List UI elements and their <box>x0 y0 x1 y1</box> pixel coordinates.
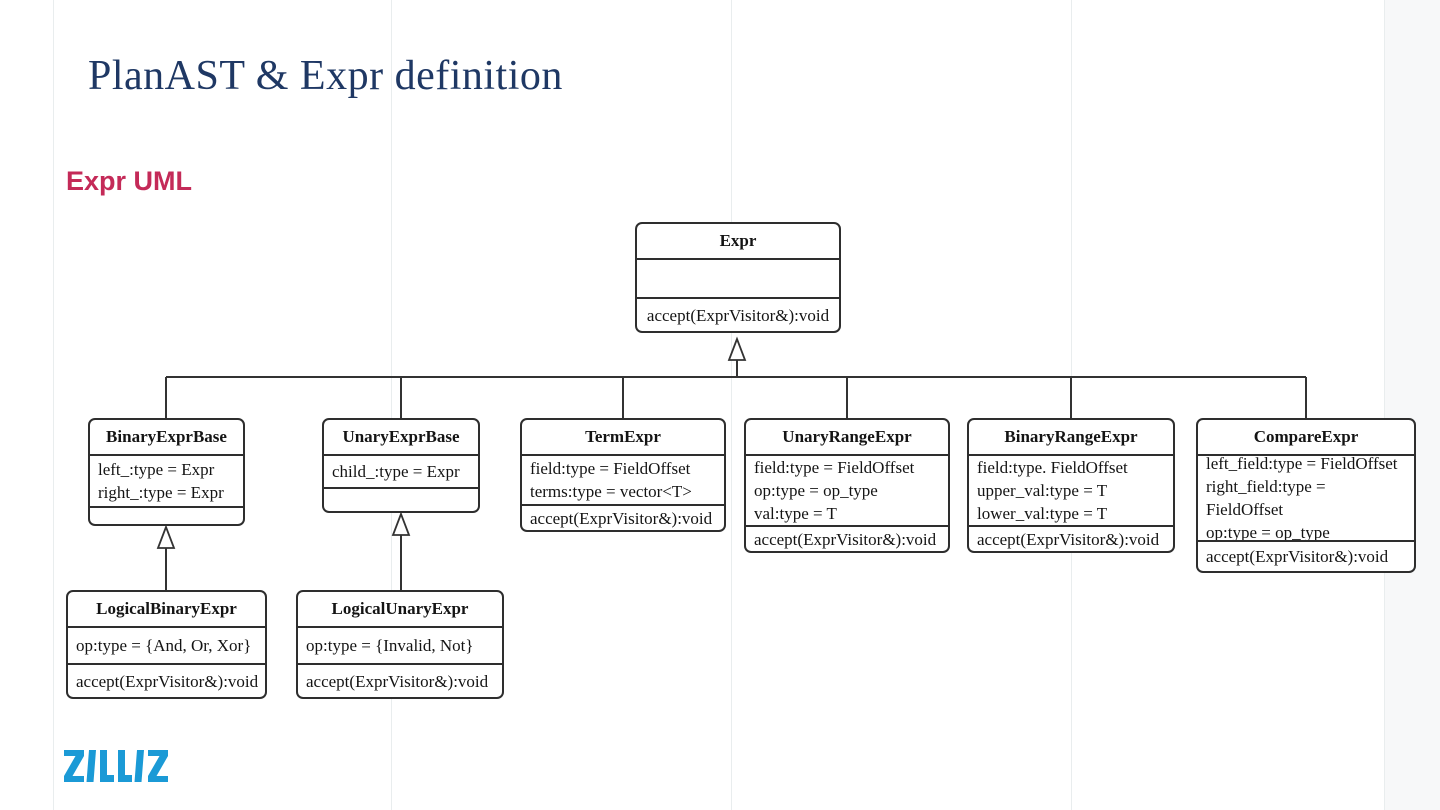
column-guide <box>391 0 392 810</box>
uml-class-unaryexprbase: UnaryExprBase child_:type = Expr <box>322 418 480 513</box>
class-name: TermExpr <box>522 420 724 456</box>
attribute-line: field:type = FieldOffset <box>754 458 915 477</box>
class-methods <box>90 508 243 524</box>
method-line: accept(ExprVisitor&):void <box>754 529 937 549</box>
class-name: BinaryExprBase <box>90 420 243 456</box>
class-name: LogicalBinaryExpr <box>68 592 265 628</box>
class-name: CompareExpr <box>1198 420 1414 456</box>
inheritance-arrow-unaryexprbase <box>391 511 411 536</box>
uml-class-termexpr: TermExpr field:type = FieldOffset terms:… <box>520 418 726 532</box>
attribute-line: op:type = {And, Or, Xor} <box>76 636 252 655</box>
class-name: Expr <box>637 224 839 260</box>
column-guide <box>53 0 54 810</box>
uml-class-compareexpr: CompareExpr left_field:type = FieldOffse… <box>1196 418 1416 573</box>
class-attributes <box>637 260 839 299</box>
uml-class-logicalbinaryexpr: LogicalBinaryExpr op:type = {And, Or, Xo… <box>66 590 267 699</box>
uml-class-unaryrangeexpr: UnaryRangeExpr field:type = FieldOffset … <box>744 418 950 553</box>
column-guide <box>1071 0 1072 810</box>
class-attributes: field:type = FieldOffset op:type = op_ty… <box>746 456 948 527</box>
attribute-line: right_field:type = FieldOffset <box>1206 477 1326 519</box>
attribute-line: op:type = {Invalid, Not} <box>306 636 474 655</box>
class-methods: accept(ExprVisitor&):void <box>298 665 502 697</box>
attribute-line: field:type = FieldOffset <box>530 459 691 478</box>
uml-class-binaryrangeexpr: BinaryRangeExpr field:type. FieldOffset … <box>967 418 1175 553</box>
class-methods: accept(ExprVisitor&):void <box>746 527 948 551</box>
method-line: accept(ExprVisitor&):void <box>76 671 259 691</box>
class-attributes: op:type = {And, Or, Xor} <box>68 628 265 665</box>
method-line: accept(ExprVisitor&):void <box>1206 547 1389 566</box>
class-name: BinaryRangeExpr <box>969 420 1173 456</box>
page-title: PlanAST & Expr definition <box>88 53 563 99</box>
zilliz-logo-icon <box>64 750 168 782</box>
class-methods: accept(ExprVisitor&):void <box>1198 542 1414 571</box>
attribute-line: op:type = op_type <box>754 481 878 500</box>
attribute-line: field:type. FieldOffset <box>977 458 1128 477</box>
zilliz-logo <box>57 750 175 787</box>
inheritance-arrow-binaryexprbase <box>156 524 176 549</box>
attribute-line: upper_val:type = T <box>977 481 1108 500</box>
class-attributes: field:type. FieldOffset upper_val:type =… <box>969 456 1173 527</box>
attribute-line: lower_val:type = T <box>977 504 1108 523</box>
uml-class-binaryexprbase: BinaryExprBase left_:type = Expr right_:… <box>88 418 245 526</box>
class-attributes: op:type = {Invalid, Not} <box>298 628 502 665</box>
class-methods: accept(ExprVisitor&):void <box>969 527 1173 551</box>
column-guide <box>731 0 732 810</box>
method-line: accept(ExprVisitor&):void <box>646 305 830 325</box>
method-line: accept(ExprVisitor&):void <box>306 671 489 691</box>
attribute-line: op:type = op_type <box>1206 523 1330 542</box>
class-attributes: child_:type = Expr <box>324 456 478 489</box>
section-subtitle: Expr UML <box>66 166 193 196</box>
attribute-line: left_:type = Expr <box>98 460 215 479</box>
attribute-line: right_:type = Expr <box>98 483 224 502</box>
class-attributes: left_field:type = FieldOffset right_fiel… <box>1198 456 1414 542</box>
class-methods: accept(ExprVisitor&):void <box>522 506 724 530</box>
uml-class-expr: Expr accept(ExprVisitor&):void <box>635 222 841 333</box>
uml-class-logicalunaryexpr: LogicalUnaryExpr op:type = {Invalid, Not… <box>296 590 504 699</box>
attribute-line: child_:type = Expr <box>332 462 460 481</box>
method-line: accept(ExprVisitor&):void <box>530 508 713 528</box>
attribute-line: val:type = T <box>754 504 837 523</box>
class-name: UnaryRangeExpr <box>746 420 948 456</box>
class-name: UnaryExprBase <box>324 420 478 456</box>
method-line: accept(ExprVisitor&):void <box>977 529 1160 549</box>
attribute-line: terms:type = vector<T> <box>530 482 692 501</box>
class-attributes: left_:type = Expr right_:type = Expr <box>90 456 243 508</box>
page-right-margin <box>1385 0 1440 810</box>
class-methods: accept(ExprVisitor&):void <box>637 299 839 331</box>
class-name: LogicalUnaryExpr <box>298 592 502 628</box>
class-methods: accept(ExprVisitor&):void <box>68 665 265 697</box>
attribute-line: left_field:type = FieldOffset <box>1206 456 1398 473</box>
column-guide <box>1384 0 1385 810</box>
class-methods <box>324 489 478 511</box>
class-attributes: field:type = FieldOffset terms:type = ve… <box>522 456 724 506</box>
